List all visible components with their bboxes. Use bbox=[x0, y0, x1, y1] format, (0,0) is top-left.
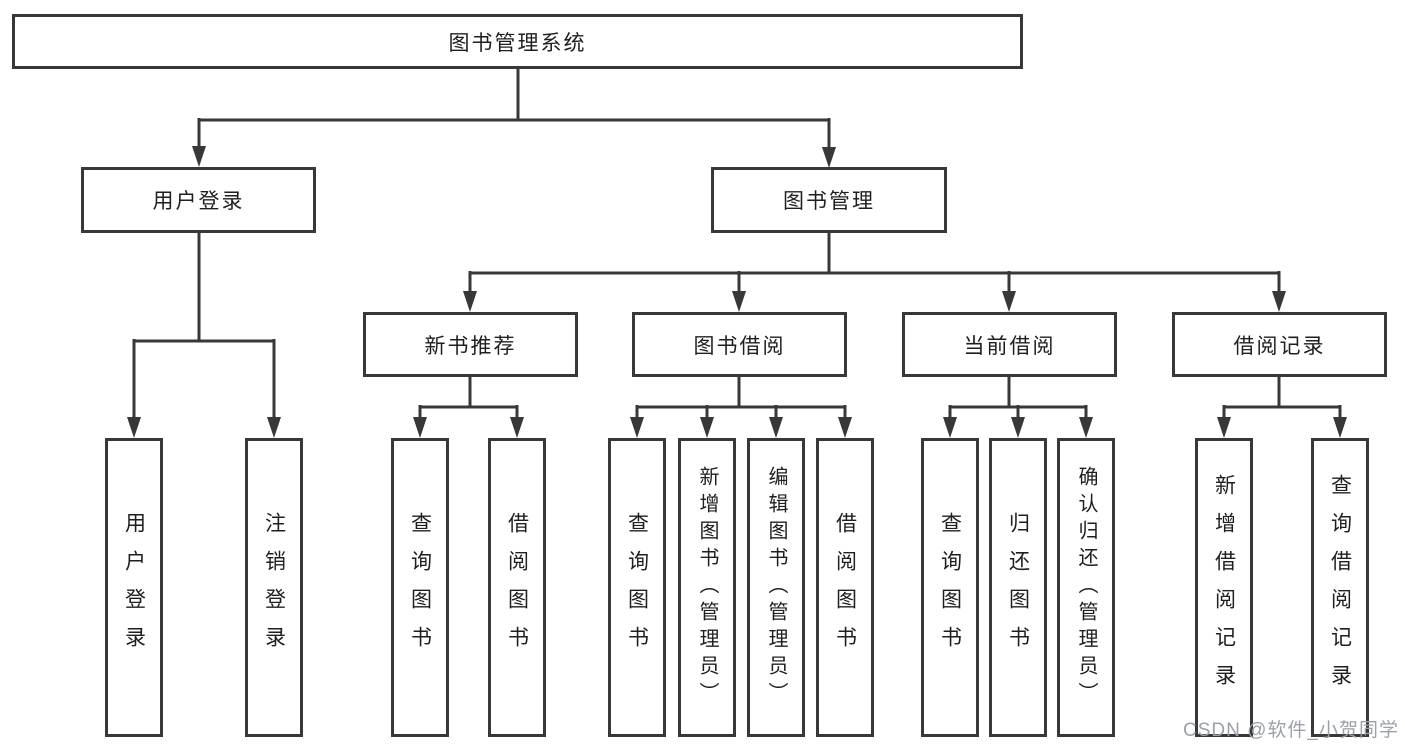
connector-user-login-children bbox=[127, 233, 281, 438]
node-label: 查询借阅记录 bbox=[1328, 473, 1352, 702]
node-current-borrow: 当前借阅 bbox=[902, 312, 1117, 377]
arrow-down-icon bbox=[769, 417, 783, 438]
arrow-down-icon bbox=[127, 417, 141, 438]
node-label: 确认归还（管理员） bbox=[1075, 466, 1097, 709]
leaf-borrow-books: 借阅图书 bbox=[816, 438, 874, 737]
connector-book-borrow-children bbox=[630, 377, 852, 438]
arrow-down-icon bbox=[630, 417, 644, 438]
arrow-down-icon bbox=[943, 417, 957, 438]
node-label: 图书管理系统 bbox=[448, 31, 587, 55]
arrow-down-icon bbox=[838, 417, 852, 438]
arrow-down-icon bbox=[1079, 417, 1093, 438]
leaf-query-books-current: 查询图书 bbox=[921, 438, 979, 737]
node-label: 编辑图书（管理员） bbox=[765, 466, 787, 709]
node-label: 新增借阅记录 bbox=[1212, 473, 1236, 702]
node-label: 借阅图书 bbox=[505, 511, 529, 664]
node-label: 借阅记录 bbox=[1233, 334, 1326, 358]
connector-borrow-record-children bbox=[1217, 377, 1347, 438]
leaf-borrow-books-recommend: 借阅图书 bbox=[488, 438, 546, 737]
connector-root-to-level2 bbox=[192, 69, 836, 168]
node-label: 查询图书 bbox=[938, 511, 962, 664]
arrow-down-icon bbox=[1333, 417, 1347, 438]
node-label: 用户登录 bbox=[122, 511, 146, 664]
node-label: 归还图书 bbox=[1006, 511, 1030, 664]
arrow-down-icon bbox=[1011, 417, 1025, 438]
node-label: 新增图书（管理员） bbox=[696, 466, 718, 709]
node-label: 新书推荐 bbox=[424, 334, 517, 358]
arrow-down-icon bbox=[463, 291, 477, 312]
arrow-down-icon bbox=[822, 147, 836, 168]
connector-new-book-children bbox=[413, 377, 524, 438]
arrow-down-icon bbox=[1002, 291, 1016, 312]
node-library-system: 图书管理系统 bbox=[12, 14, 1023, 69]
node-borrow-records: 借阅记录 bbox=[1172, 312, 1387, 377]
node-book-borrow: 图书借阅 bbox=[632, 312, 847, 377]
leaf-edit-book-admin: 编辑图书（管理员） bbox=[747, 438, 805, 737]
arrow-down-icon bbox=[510, 417, 524, 438]
leaf-logout: 注销登录 bbox=[245, 438, 303, 737]
arrow-down-icon bbox=[732, 291, 746, 312]
leaf-confirm-return-admin: 确认归还（管理员） bbox=[1057, 438, 1115, 737]
connector-book-management-children bbox=[463, 233, 1286, 312]
leaf-query-books-borrow: 查询图书 bbox=[608, 438, 666, 737]
leaf-add-borrow-record: 新增借阅记录 bbox=[1195, 438, 1253, 737]
arrow-down-icon bbox=[267, 417, 281, 438]
node-label: 注销登录 bbox=[262, 511, 286, 664]
arrow-down-icon bbox=[700, 417, 714, 438]
node-new-book-recommend: 新书推荐 bbox=[363, 312, 578, 377]
leaf-query-books-recommend: 查询图书 bbox=[391, 438, 449, 737]
arrow-down-icon bbox=[192, 146, 206, 167]
node-label: 图书借阅 bbox=[693, 334, 786, 358]
node-label: 查询图书 bbox=[408, 511, 432, 664]
leaf-query-borrow-record: 查询借阅记录 bbox=[1311, 438, 1369, 737]
node-label: 当前借阅 bbox=[963, 334, 1056, 358]
arrow-down-icon bbox=[1272, 291, 1286, 312]
leaf-return-book: 归还图书 bbox=[989, 438, 1047, 737]
connector-current-borrow-children bbox=[943, 377, 1093, 438]
arrow-down-icon bbox=[1217, 417, 1231, 438]
leaf-add-book-admin: 新增图书（管理员） bbox=[678, 438, 736, 737]
node-label: 用户登录 bbox=[152, 190, 245, 213]
arrow-down-icon bbox=[413, 417, 427, 438]
node-label: 图书管理 bbox=[783, 190, 875, 213]
watermark: CSDN @软件_小贺同学 bbox=[1183, 720, 1399, 741]
node-book-management: 图书管理 bbox=[711, 167, 947, 233]
node-label: 借阅图书 bbox=[833, 511, 857, 664]
leaf-user-login: 用户登录 bbox=[105, 438, 163, 737]
node-label: 查询图书 bbox=[625, 511, 649, 664]
node-user-login: 用户登录 bbox=[81, 167, 316, 233]
